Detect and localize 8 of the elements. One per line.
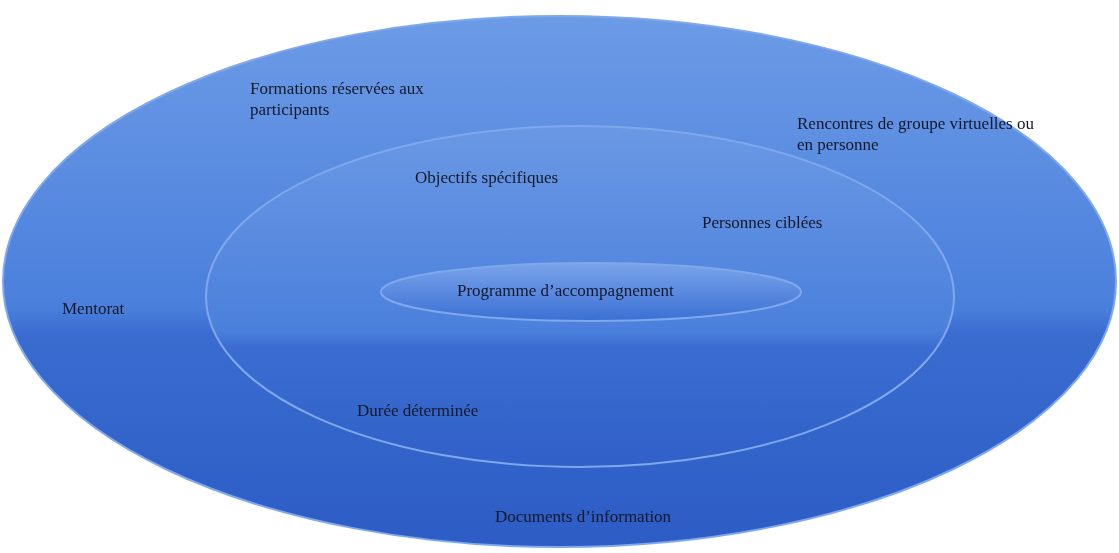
- ring-label: Documents d’information: [495, 506, 672, 527]
- ring-label: Programme d’accompagnement: [457, 280, 674, 301]
- ring-label: Formations réservées aux participants: [250, 78, 425, 120]
- ring-label: Rencontres de groupe virtuelles ou en personne: [797, 113, 1035, 155]
- ring-label: Durée déterminée: [357, 400, 479, 421]
- ring-label: Objectifs spécifiques: [415, 167, 559, 188]
- ring-label: Personnes ciblées: [702, 212, 823, 233]
- ring-label: Mentorat: [62, 298, 125, 319]
